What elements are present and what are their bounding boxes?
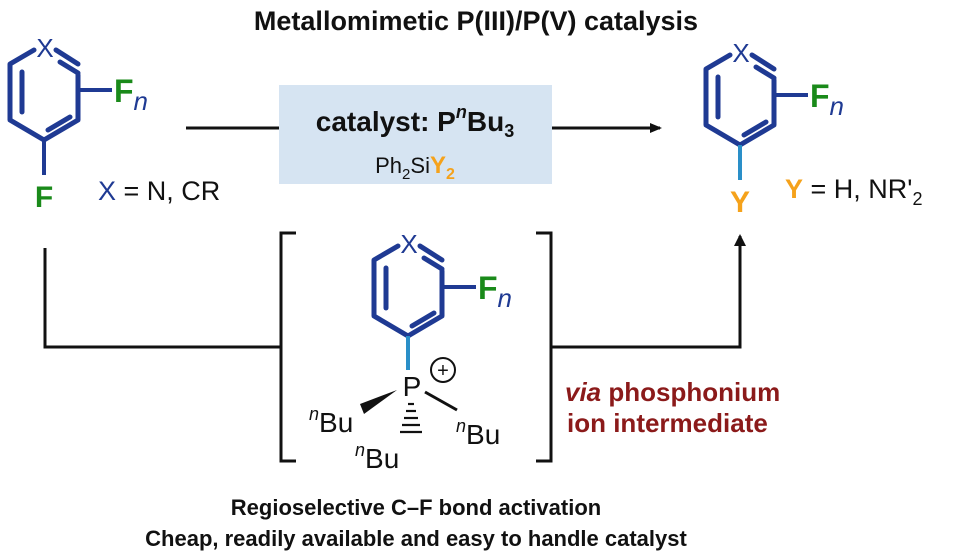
- lower-path-right-arrow: [551, 234, 746, 349]
- product-new-atom: Y: [730, 186, 750, 219]
- substrate-leaving-fluorine: F: [35, 181, 53, 214]
- hashed-bond: [400, 402, 422, 434]
- y-definition: Y = H, NR'2: [785, 174, 922, 209]
- plain-bond: [424, 390, 458, 412]
- product-fn-label: Fn: [810, 78, 844, 121]
- wedge-bond: [360, 390, 397, 414]
- positive-charge-circle: [430, 357, 456, 383]
- intermediate-ring: [371, 243, 445, 339]
- nbu-bottom: nBu: [355, 440, 399, 474]
- footer-line2: Cheap, readily available and easy to han…: [145, 526, 687, 551]
- product-ring-atom: X: [732, 38, 749, 68]
- lower-path-left: [43, 248, 281, 349]
- intermediate-ring-atom: X: [400, 229, 417, 259]
- right-bracket: [536, 231, 553, 463]
- phosphonium-intermediate: X Fn P + nBu nBu nBu: [309, 229, 512, 474]
- nbu-left: nBu: [309, 404, 353, 438]
- catalyst-label: catalyst: PnBu3: [316, 102, 514, 141]
- substrate-ring: [7, 47, 81, 143]
- x-definition: X = N, CR: [98, 176, 220, 206]
- phosphorus-atom: P: [403, 371, 422, 402]
- nbu-right: nBu: [456, 416, 500, 450]
- silane-reagent: Ph2SiY2: [375, 152, 455, 183]
- catalyst-box: [279, 85, 552, 184]
- substrate-fn-label: Fn: [114, 73, 148, 116]
- footer-line1: Regioselective C–F bond activation: [231, 495, 601, 520]
- substrate-molecule: X Fn F X = N, CR: [7, 33, 220, 214]
- substrate-ring-atom: X: [36, 33, 53, 63]
- via-label-line1: via phosphonium: [565, 377, 780, 407]
- via-label-line2: ion intermediate: [567, 408, 768, 438]
- product-ring: [703, 52, 777, 148]
- positive-charge-sign: +: [437, 360, 449, 382]
- scheme-title: Metallomimetic P(III)/P(V) catalysis: [254, 6, 698, 36]
- product-molecule: X Fn Y Y = H, NR'2: [703, 38, 922, 219]
- left-bracket: [279, 231, 296, 463]
- intermediate-fn-label: Fn: [478, 270, 512, 313]
